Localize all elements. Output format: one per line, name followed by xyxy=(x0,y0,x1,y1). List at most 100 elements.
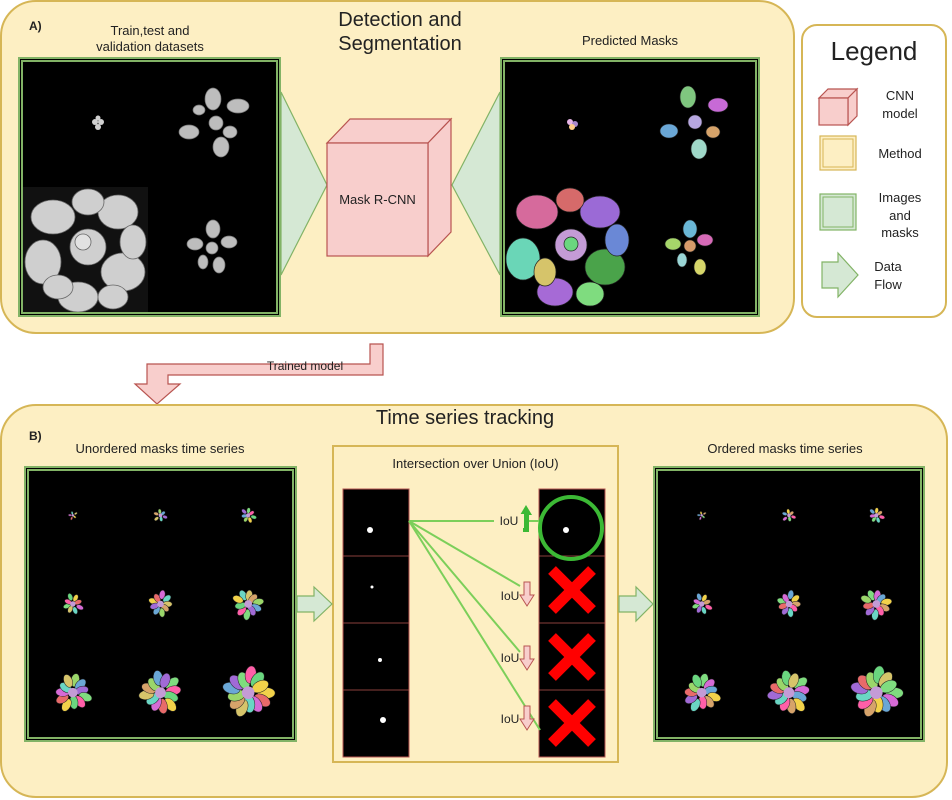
leaf-mask xyxy=(878,514,885,520)
rosette-center xyxy=(244,600,253,608)
input-label-line1: Train,test and xyxy=(110,23,190,38)
leaf-mask xyxy=(701,594,708,602)
legend-item-images: Images and masks xyxy=(860,189,940,242)
rosette-center xyxy=(870,686,883,699)
iou-label-1: IoU xyxy=(494,514,524,529)
leaf-mask xyxy=(250,514,257,520)
input-to-model-funnel xyxy=(280,91,328,276)
leaf-mask xyxy=(158,607,166,618)
legend-flow-line1: Data xyxy=(874,259,902,274)
leaf-mask xyxy=(154,516,159,521)
rosette-center xyxy=(246,513,251,518)
iou-link-lines xyxy=(408,520,541,731)
rosette-mask xyxy=(55,673,93,712)
rosette-center xyxy=(783,687,795,699)
legend-flow-line2: Flow xyxy=(874,276,902,292)
rosette-mask xyxy=(232,589,264,621)
rosette-center xyxy=(71,514,75,517)
legend-item-dataflow: Data Flow xyxy=(850,258,926,293)
leaf-mask xyxy=(158,589,166,600)
input-grayscale-rosettes xyxy=(23,62,276,313)
legend-images-line1: Images xyxy=(878,190,922,205)
legend-item-method: Method xyxy=(878,146,922,161)
panel-a-title: Detection and Segmentation xyxy=(290,8,510,56)
unordered-masks-image xyxy=(24,466,297,742)
input-datasets-label: Train,test and validation datasets xyxy=(50,23,250,54)
trained-model-label: Trained model xyxy=(266,359,344,373)
input-label-line2: validation datasets xyxy=(96,38,204,54)
leaf-mask xyxy=(699,516,702,521)
rosette-center xyxy=(70,601,76,607)
rosette-mask xyxy=(869,507,885,524)
rosette-mask xyxy=(691,593,713,615)
leaf-mask xyxy=(241,508,247,515)
rosette-mask xyxy=(222,665,276,717)
rosette-mask xyxy=(776,589,801,618)
leaf-mask xyxy=(860,595,872,604)
leaf-mask xyxy=(790,515,797,519)
leaf-mask xyxy=(247,516,253,524)
rosette-center xyxy=(158,513,163,518)
leaf-mask xyxy=(791,594,800,603)
rosette-mask xyxy=(138,670,182,714)
mask-rcnn-label: Mask R-CNN xyxy=(339,192,416,207)
reject-crosses xyxy=(548,566,596,747)
predicted-colored-rosettes xyxy=(505,62,755,312)
match-circle xyxy=(538,495,604,561)
legend-title: Legend xyxy=(830,36,918,66)
legend-images-line3: masks xyxy=(881,225,919,241)
leaf-mask xyxy=(76,604,84,611)
rosette-center xyxy=(696,687,707,698)
rosette-mask xyxy=(63,593,84,615)
leaf-mask xyxy=(704,604,713,611)
iou-label-4: IoU xyxy=(500,712,520,726)
rosette-center xyxy=(698,601,705,607)
rosette-center xyxy=(872,600,881,608)
ordered-rosette-grid xyxy=(658,471,920,737)
leaf-mask xyxy=(63,674,73,688)
panel-a-title-line1: Detection and xyxy=(338,9,462,31)
iou-title: Intersection over Union (IoU) xyxy=(392,456,559,471)
rosette-mask xyxy=(153,508,168,522)
predicted-masks-image xyxy=(500,57,760,317)
input-dataset-image xyxy=(18,57,281,317)
rosette-mask xyxy=(860,589,893,621)
rosette-mask xyxy=(148,589,173,618)
rosette-center xyxy=(700,514,703,517)
image-box-icon xyxy=(819,193,857,231)
ordered-label: Ordered masks time series xyxy=(707,441,863,456)
rosette-center xyxy=(157,600,164,608)
ordered-masks-image xyxy=(653,466,925,742)
legend-item-cnn: CNN model xyxy=(860,87,940,122)
rosette-mask xyxy=(684,673,721,712)
leaf-mask xyxy=(782,511,788,516)
arrow-icon xyxy=(821,251,859,299)
leaf-mask xyxy=(72,606,78,615)
unordered-label: Unordered masks time series xyxy=(75,441,245,456)
rosette-center xyxy=(787,513,791,518)
iou-to-ordered-arrow xyxy=(618,585,654,623)
leaf-mask xyxy=(232,595,244,604)
method-box-icon xyxy=(819,135,857,171)
leaf-mask xyxy=(702,512,707,515)
rosette-center xyxy=(68,687,78,698)
predicted-masks-label: Predicted Masks xyxy=(581,33,679,48)
leaf-mask xyxy=(162,594,172,603)
leaf-mask xyxy=(787,607,794,618)
legend-cnn-line2: model xyxy=(882,105,918,121)
leaf-mask xyxy=(67,593,74,601)
panel-a-title-line2: Segmentation xyxy=(338,33,462,55)
rosette-center xyxy=(874,513,879,518)
iou-down-arrows xyxy=(519,581,535,731)
panel-b-tag: B) xyxy=(29,429,42,443)
leaf-mask xyxy=(701,606,707,615)
leaf-mask xyxy=(74,512,78,515)
rosette-center xyxy=(155,687,166,699)
rosette-mask xyxy=(850,665,904,717)
rosette-center xyxy=(241,686,255,699)
